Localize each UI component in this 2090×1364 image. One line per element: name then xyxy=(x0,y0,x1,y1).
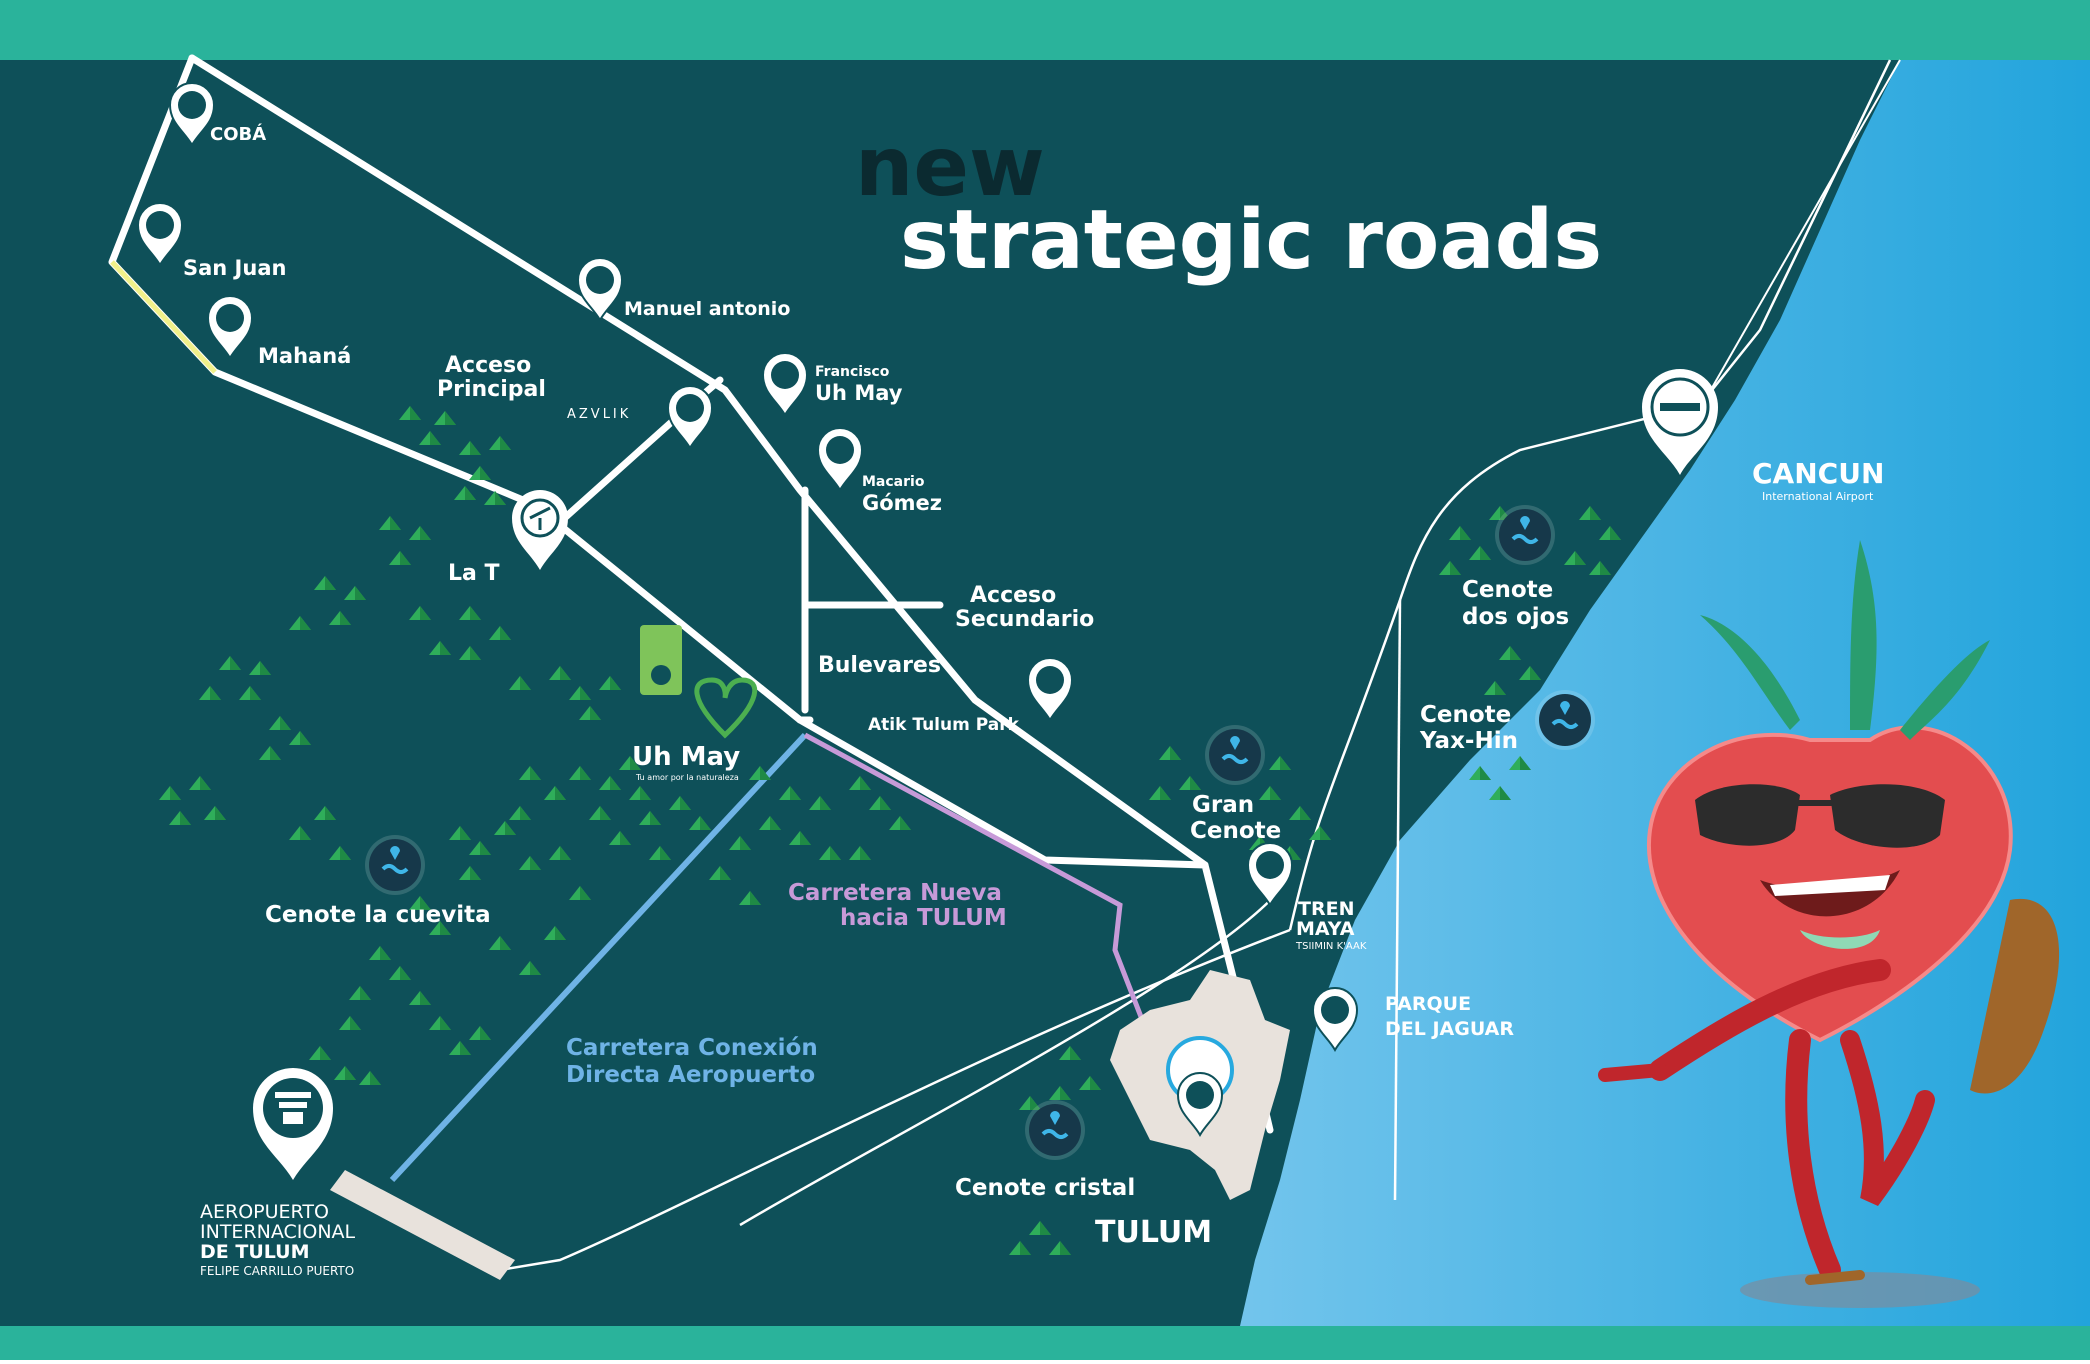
cenote-gran-icon xyxy=(1203,723,1267,787)
uh-may-tagline: Tu amor por la naturaleza xyxy=(635,773,739,782)
tulum-airport-label-4: FELIPE CARRILLO PUERTO xyxy=(200,1264,354,1278)
cenote-yax-hin-label-2: Yax-Hin xyxy=(1419,728,1518,754)
tren-maya-label-1: TREN xyxy=(1298,898,1354,920)
uh-may-block xyxy=(640,625,682,695)
bottom-band xyxy=(0,1326,2090,1360)
carretera-conexion-label-2: Directa Aeropuerto xyxy=(566,1062,815,1088)
land xyxy=(0,60,1900,1326)
atik-label: Atik Tulum Park xyxy=(868,715,1020,735)
cenote-yax-hin-label-1: Cenote xyxy=(1420,702,1511,728)
tulum-runway xyxy=(330,1170,515,1280)
cenote-cuevita-icon xyxy=(363,833,427,897)
purple-road xyxy=(803,732,1153,1041)
san-juan-label: San Juan xyxy=(183,256,286,280)
cancun-label: CANCUN xyxy=(1752,457,1884,490)
francisco-label-bottom: Uh May xyxy=(815,381,903,405)
tulum-label: TULUM xyxy=(1095,1215,1212,1250)
tren-maya-label-2: MAYA xyxy=(1296,918,1355,940)
cenote-dos-ojos-label-1: Cenote xyxy=(1462,577,1553,603)
tulum-airport-label-2: INTERNACIONAL xyxy=(200,1221,356,1243)
cenote-cuevita-label: Cenote la cuevita xyxy=(265,902,491,928)
strawberry-mascot xyxy=(1598,540,2060,1308)
acceso-principal-label-1: Acceso xyxy=(445,353,531,378)
yellow-road xyxy=(110,260,217,374)
cenote-dos-ojos-icon xyxy=(1493,503,1557,567)
top-band xyxy=(0,0,2090,60)
cenote-gran-label-1: Gran xyxy=(1192,792,1254,818)
manuel-antonio-label: Manuel antonio xyxy=(624,298,790,320)
title-new: new xyxy=(855,120,1045,215)
cenote-cristal-icon xyxy=(1023,1098,1087,1162)
macario-label-top: Macario xyxy=(862,474,925,490)
title-strategic-roads: strategic roads xyxy=(900,193,1602,288)
roads xyxy=(108,54,1901,1272)
carretera-nueva-label-1: Carretera Nueva xyxy=(788,880,1002,906)
parque-label-2: DEL JAGUAR xyxy=(1385,1018,1514,1040)
carretera-conexion-label-1: Carretera Conexión xyxy=(566,1035,818,1061)
cancun-airport-pin xyxy=(1642,369,1718,475)
heart-icon xyxy=(694,677,758,739)
carretera-nueva-label-2: hacia TULUM xyxy=(840,905,1007,931)
acceso-principal-label-2: Principal xyxy=(437,377,546,402)
uh-may-block-dot xyxy=(651,665,671,685)
parque-label-1: PARQUE xyxy=(1385,993,1471,1015)
tulum-airport-pin xyxy=(253,1068,333,1180)
azvlik-label: AZVLIK xyxy=(567,407,631,422)
cenote-dos-ojos-label-2: dos ojos xyxy=(1462,604,1569,630)
cenote-yax-hin-icon xyxy=(1533,688,1597,752)
bulevares-label: Bulevares xyxy=(818,653,941,678)
cenote-gran-label-2: Cenote xyxy=(1190,818,1281,844)
la-t-pin xyxy=(512,490,568,570)
tren-maya-label-3: TSIIMIN K'AAK xyxy=(1295,941,1367,952)
macario-label-bottom: Gómez xyxy=(862,491,942,515)
tulum-airport-label-1: AEROPUERTO xyxy=(200,1201,329,1223)
la-t-label: La T xyxy=(448,561,500,586)
francisco-label-top: Francisco xyxy=(815,364,890,380)
coba-label: COBÁ xyxy=(210,123,266,145)
cenote-cristal-label: Cenote cristal xyxy=(955,1175,1135,1201)
blue-road xyxy=(389,732,808,1183)
acceso-secundario-label-1: Acceso xyxy=(970,583,1056,608)
acceso-secundario-label-2: Secundario xyxy=(955,607,1094,632)
uh-may-label: Uh May xyxy=(632,742,740,772)
mahana-label: Mahaná xyxy=(258,344,351,368)
cancun-sub-label: International Airport xyxy=(1762,490,1874,503)
tulum-airport-label-3: DE TULUM xyxy=(200,1241,310,1263)
